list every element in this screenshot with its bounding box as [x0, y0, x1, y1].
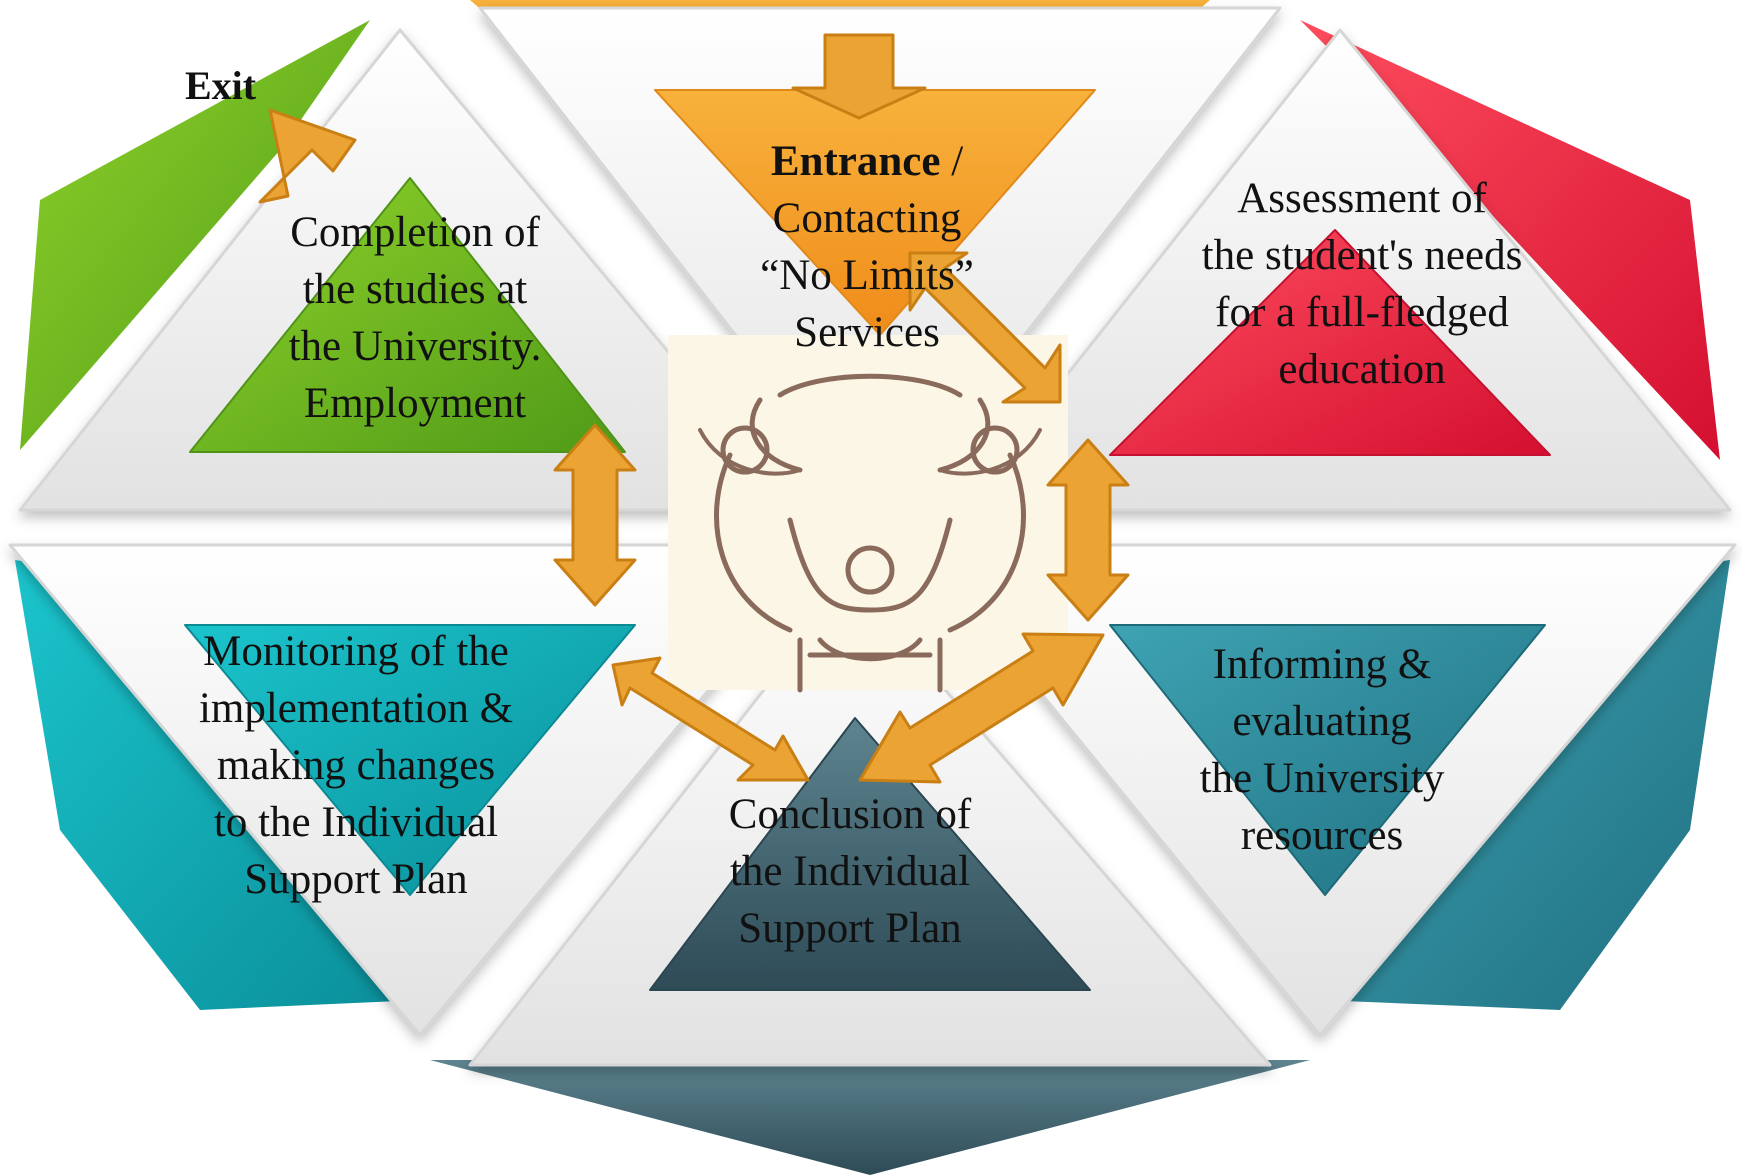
- outer-segment-red: [1300, 20, 1720, 460]
- step-monitoring-line-3: to the Individual: [213, 799, 499, 846]
- outer-segment-slate: [430, 1060, 1310, 1175]
- step-assessment-line-0: Assessment of: [1237, 175, 1487, 222]
- step-entrance-bold: Entrance: [770, 138, 941, 185]
- triangle-assessment: [1109, 229, 1551, 456]
- step-monitoring-line-4: Support Plan: [244, 856, 468, 903]
- triangle-informing: [1109, 624, 1546, 896]
- step-monitoring-line-0: Monitoring of the: [203, 628, 509, 675]
- step-informing-line-2: the University: [1199, 755, 1445, 802]
- step-informing-label: Informing & evaluating the University re…: [1162, 636, 1482, 864]
- step-completion-line-1: the studies at: [302, 266, 528, 313]
- exit-label: Exit: [185, 63, 257, 108]
- exit-arrow: [258, 108, 357, 204]
- center-logo: [668, 335, 1068, 693]
- step-monitoring-line-2: making changes: [216, 742, 496, 789]
- arrow-entrance-assessment: [908, 251, 1062, 404]
- step-completion-label: Completion of the studies at the Univers…: [250, 204, 580, 432]
- arrow-informing-conclusion: [858, 632, 1105, 784]
- step-assessment-line-2: for a full-fledged: [1215, 289, 1509, 336]
- step-monitoring-label: Monitoring of the implementation & makin…: [176, 623, 536, 908]
- entry-arrow: [791, 33, 927, 120]
- step-monitoring-line-1: implementation &: [198, 685, 514, 732]
- people-circle-logo: [698, 373, 1042, 693]
- triangle-monitoring: [184, 624, 636, 896]
- step-conclusion-label: Conclusion of the Individual Support Pla…: [700, 786, 1000, 957]
- arrows: [258, 33, 1130, 784]
- step-entrance-line-0-text: /: [940, 138, 964, 185]
- logo-background: [668, 335, 1068, 690]
- step-conclusion-line-1: the Individual: [729, 848, 971, 895]
- triangle-completion: [189, 177, 626, 453]
- step-entrance-label: Entrance / Contacting “No Limits” Servic…: [742, 133, 992, 361]
- step-informing-line-0: Informing &: [1212, 641, 1432, 688]
- step-assessment-line-3: education: [1278, 346, 1446, 393]
- step-informing-line-3: resources: [1240, 812, 1404, 859]
- step-completion-line-2: the University.: [288, 323, 542, 370]
- arrow-conclusion-monitoring: [611, 656, 810, 782]
- step-assessment-label: Assessment of the student's needs for a …: [1172, 170, 1552, 398]
- step-completion-line-3: Employment: [303, 380, 527, 427]
- arrow-assessment-informing: [1046, 438, 1130, 622]
- step-entrance-line-0: Entrance /: [742, 133, 992, 190]
- step-entrance-line-3: Services: [794, 309, 940, 356]
- triangle-conclusion: [649, 717, 1091, 991]
- step-entrance-line-1: Contacting: [772, 195, 962, 242]
- step-assessment-line-1: the student's needs: [1201, 232, 1523, 279]
- step-conclusion-line-0: Conclusion of: [728, 791, 972, 838]
- step-completion-line-0: Completion of: [290, 209, 540, 256]
- step-entrance-line-2: “No Limits”: [760, 252, 974, 299]
- step-conclusion-line-2: Support Plan: [738, 905, 962, 952]
- arrow-monitoring-completion: [553, 423, 637, 607]
- step-informing-line-1: evaluating: [1232, 698, 1412, 745]
